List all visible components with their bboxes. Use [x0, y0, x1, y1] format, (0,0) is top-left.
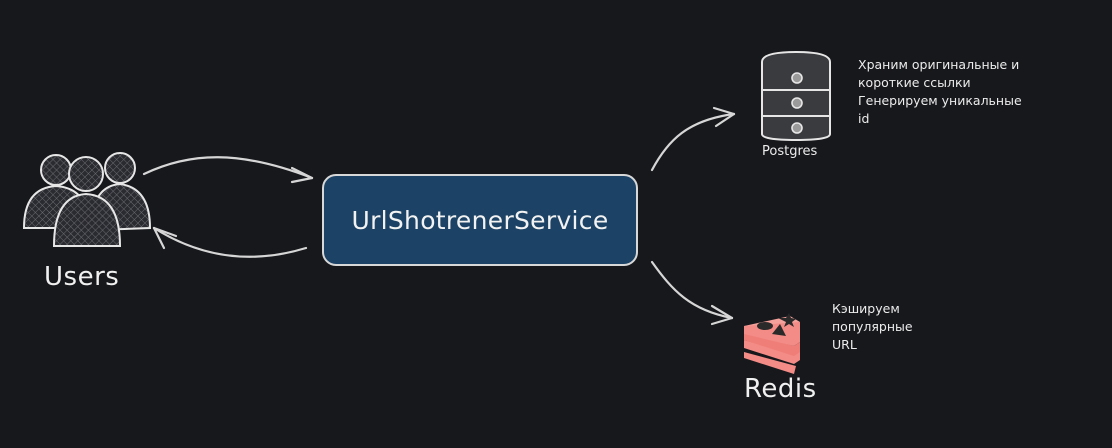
- redis-label: Redis: [744, 374, 817, 404]
- service-label: UrlShotrenerService: [351, 205, 609, 235]
- arrow-users-to-service: [142, 156, 314, 184]
- postgres-note-line: id: [858, 111, 870, 126]
- arrow-service-to-users: [152, 226, 308, 258]
- redis-note: Кэшируем популярные URL: [832, 300, 913, 354]
- users-group-icon: [22, 152, 152, 247]
- redis-logo-icon: [744, 313, 800, 374]
- arrow-service-to-redis: [650, 260, 734, 326]
- users-label: Users: [44, 262, 120, 292]
- postgres-label: Postgres: [762, 144, 818, 159]
- postgres-note: Храним оригинальные и короткие ссылки Ге…: [858, 56, 1022, 128]
- service-node: UrlShotrenerService: [322, 174, 638, 266]
- database-icon: [761, 50, 831, 142]
- redis-note-line: популярные: [832, 319, 913, 334]
- postgres-note-line: Генерируем уникальные: [858, 93, 1022, 108]
- redis-note-line: URL: [832, 337, 857, 352]
- postgres-note-line: Храним оригинальные и: [858, 57, 1020, 72]
- redis-note-line: Кэшируем: [832, 301, 900, 316]
- arrow-service-to-postgres: [650, 106, 736, 172]
- postgres-note-line: короткие ссылки: [858, 75, 971, 90]
